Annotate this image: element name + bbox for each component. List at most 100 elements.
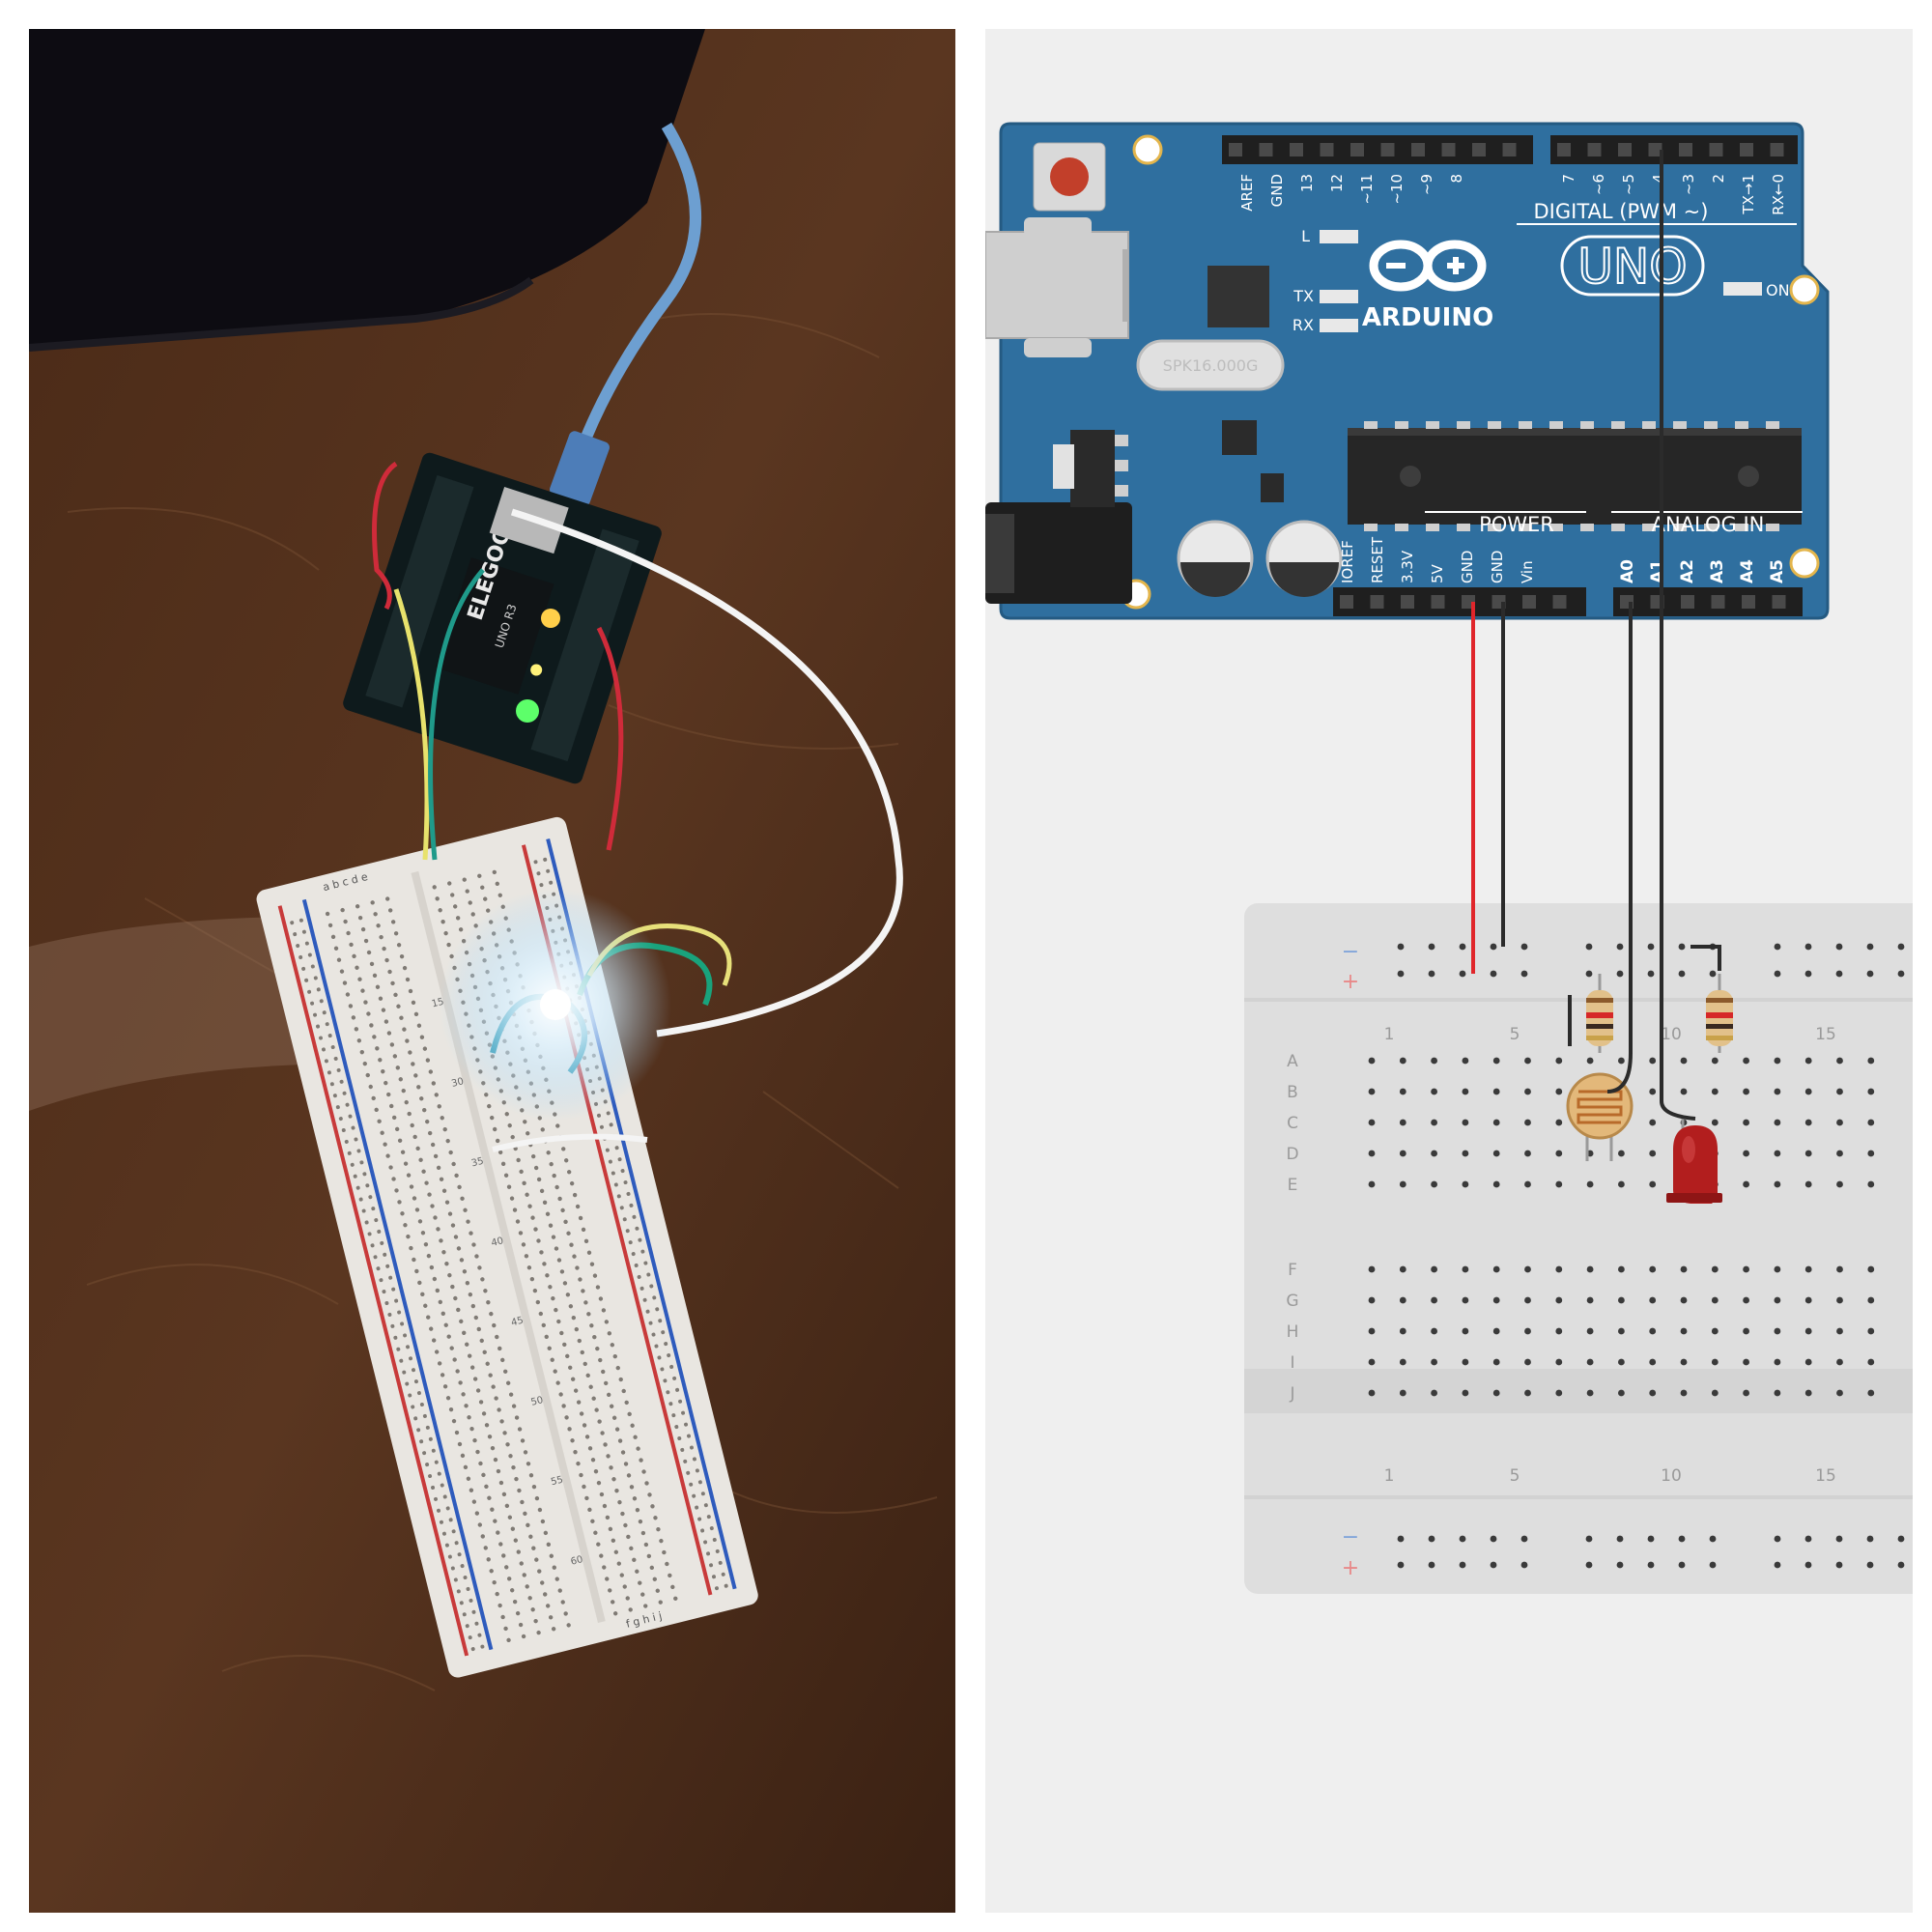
breadboard-hole[interactable] bbox=[1804, 1150, 1812, 1157]
breadboard-hole[interactable] bbox=[1399, 1358, 1406, 1366]
breadboard-hole[interactable] bbox=[1649, 1057, 1657, 1065]
breadboard-hole[interactable] bbox=[1555, 1180, 1563, 1188]
breadboard-hole[interactable] bbox=[1555, 1057, 1563, 1065]
header-pin[interactable] bbox=[1552, 595, 1567, 609]
breadboard-hole[interactable] bbox=[1585, 943, 1593, 951]
breadboard-hole[interactable] bbox=[1524, 1265, 1531, 1273]
breadboard-hole[interactable] bbox=[1774, 943, 1781, 951]
breadboard-hole[interactable] bbox=[1616, 970, 1624, 978]
breadboard-hole[interactable] bbox=[1743, 1180, 1749, 1188]
breadboard-hole[interactable] bbox=[1492, 1180, 1500, 1188]
breadboard-hole[interactable] bbox=[1743, 1150, 1749, 1157]
breadboard-hole[interactable] bbox=[1428, 1535, 1435, 1543]
breadboard-hole[interactable] bbox=[1524, 1119, 1531, 1126]
breadboard-hole[interactable] bbox=[1462, 1265, 1469, 1273]
breadboard-hole[interactable] bbox=[1462, 1389, 1469, 1397]
breadboard-hole[interactable] bbox=[1680, 1327, 1688, 1335]
header-pin[interactable] bbox=[1711, 595, 1725, 609]
breadboard-hole[interactable] bbox=[1709, 970, 1717, 978]
breadboard-hole[interactable] bbox=[1399, 1180, 1406, 1188]
breadboard-hole[interactable] bbox=[1618, 1180, 1625, 1188]
breadboard-hole[interactable] bbox=[1399, 1088, 1406, 1095]
breadboard-hole[interactable] bbox=[1711, 1265, 1719, 1273]
breadboard-hole[interactable] bbox=[1774, 1296, 1781, 1304]
breadboard-hole[interactable] bbox=[1743, 1296, 1749, 1304]
breadboard-hole[interactable] bbox=[1867, 1150, 1875, 1157]
breadboard-hole[interactable] bbox=[1804, 1057, 1812, 1065]
breadboard-hole[interactable] bbox=[1616, 943, 1624, 951]
breadboard-hole[interactable] bbox=[1492, 1358, 1500, 1366]
breadboard-hole[interactable] bbox=[1804, 1561, 1812, 1569]
breadboard-hole[interactable] bbox=[1399, 1057, 1406, 1065]
breadboard-hole[interactable] bbox=[1743, 1265, 1749, 1273]
breadboard-hole[interactable] bbox=[1428, 970, 1435, 978]
breadboard-hole[interactable] bbox=[1524, 1088, 1531, 1095]
breadboard-hole[interactable] bbox=[1774, 1180, 1781, 1188]
breadboard-hole[interactable] bbox=[1586, 1389, 1594, 1397]
breadboard-hole[interactable] bbox=[1520, 943, 1528, 951]
breadboard-hole[interactable] bbox=[1555, 1119, 1563, 1126]
breadboard-hole[interactable] bbox=[1586, 1296, 1594, 1304]
breadboard-hole[interactable] bbox=[1459, 1535, 1466, 1543]
header-pin[interactable] bbox=[1441, 143, 1456, 156]
breadboard-hole[interactable] bbox=[1711, 1296, 1719, 1304]
breadboard-hole[interactable] bbox=[1897, 1535, 1905, 1543]
breadboard-hole[interactable] bbox=[1399, 1150, 1406, 1157]
header-pin[interactable] bbox=[1340, 595, 1353, 609]
breadboard-hole[interactable] bbox=[1618, 1057, 1625, 1065]
breadboard-hole[interactable] bbox=[1711, 1088, 1719, 1095]
breadboard-hole[interactable] bbox=[1618, 1265, 1625, 1273]
breadboard-hole[interactable] bbox=[1804, 1296, 1812, 1304]
breadboard-hole[interactable] bbox=[1462, 1119, 1469, 1126]
header-pin[interactable] bbox=[1587, 143, 1602, 156]
breadboard-hole[interactable] bbox=[1431, 1358, 1437, 1366]
breadboard-hole[interactable] bbox=[1897, 970, 1905, 978]
header-pin[interactable] bbox=[1740, 143, 1753, 156]
breadboard-hole[interactable] bbox=[1680, 1358, 1688, 1366]
breadboard-hole[interactable] bbox=[1774, 1150, 1781, 1157]
breadboard-hole[interactable] bbox=[1804, 1358, 1812, 1366]
breadboard-hole[interactable] bbox=[1774, 1119, 1781, 1126]
breadboard-hole[interactable] bbox=[1462, 1296, 1469, 1304]
breadboard-hole[interactable] bbox=[1492, 1057, 1500, 1065]
breadboard-hole[interactable] bbox=[1524, 1358, 1531, 1366]
breadboard-hole[interactable] bbox=[1428, 943, 1435, 951]
breadboard-hole[interactable] bbox=[1586, 1057, 1594, 1065]
breadboard-hole[interactable] bbox=[1368, 1265, 1376, 1273]
breadboard-hole[interactable] bbox=[1524, 1327, 1531, 1335]
breadboard-hole[interactable] bbox=[1680, 1057, 1688, 1065]
header-pin[interactable] bbox=[1401, 595, 1414, 609]
breadboard-hole[interactable] bbox=[1743, 1057, 1749, 1065]
breadboard-hole[interactable] bbox=[1835, 1535, 1843, 1543]
breadboard-hole[interactable] bbox=[1462, 1057, 1469, 1065]
breadboard-hole[interactable] bbox=[1555, 1389, 1563, 1397]
breadboard-hole[interactable] bbox=[1459, 970, 1466, 978]
breadboard-hole[interactable] bbox=[1804, 970, 1812, 978]
breadboard-hole[interactable] bbox=[1492, 1150, 1500, 1157]
breadboard-hole[interactable] bbox=[1368, 1180, 1376, 1188]
header-pin[interactable] bbox=[1681, 595, 1694, 609]
breadboard-hole[interactable] bbox=[1586, 1327, 1594, 1335]
breadboard-hole[interactable] bbox=[1431, 1265, 1437, 1273]
breadboard-hole[interactable] bbox=[1836, 1389, 1843, 1397]
breadboard-hole[interactable] bbox=[1586, 1358, 1594, 1366]
breadboard-hole[interactable] bbox=[1680, 1389, 1688, 1397]
breadboard-hole[interactable] bbox=[1368, 1327, 1376, 1335]
breadboard-hole[interactable] bbox=[1866, 970, 1874, 978]
breadboard-hole[interactable] bbox=[1555, 1265, 1563, 1273]
breadboard-hole[interactable] bbox=[1524, 1389, 1531, 1397]
breadboard-hole[interactable] bbox=[1647, 1535, 1655, 1543]
breadboard-hole[interactable] bbox=[1431, 1088, 1437, 1095]
header-pin[interactable] bbox=[1431, 595, 1445, 609]
breadboard-hole[interactable] bbox=[1492, 1389, 1500, 1397]
breadboard-hole[interactable] bbox=[1462, 1358, 1469, 1366]
breadboard-hole[interactable] bbox=[1743, 1327, 1749, 1335]
breadboard-hole[interactable] bbox=[1618, 1389, 1625, 1397]
breadboard-hole[interactable] bbox=[1492, 1296, 1500, 1304]
breadboard-hole[interactable] bbox=[1804, 1088, 1812, 1095]
breadboard-hole[interactable] bbox=[1490, 1561, 1497, 1569]
breadboard-hole[interactable] bbox=[1680, 1296, 1688, 1304]
header-pin[interactable] bbox=[1380, 143, 1395, 156]
breadboard-hole[interactable] bbox=[1804, 1535, 1812, 1543]
header-pin[interactable] bbox=[1770, 143, 1784, 156]
